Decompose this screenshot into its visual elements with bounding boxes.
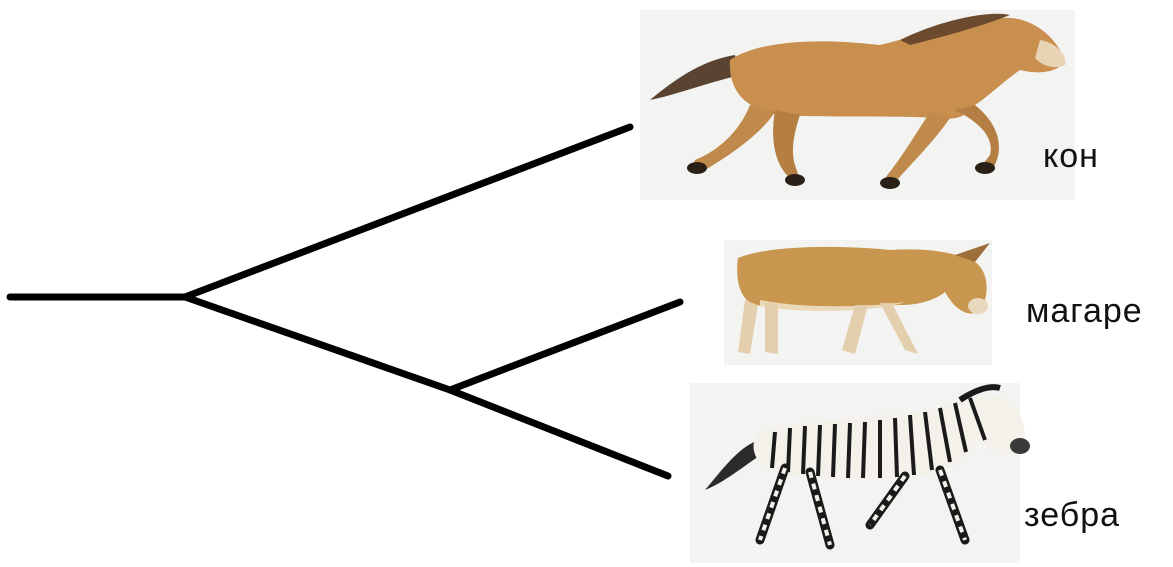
leaf-label-donkey: магаре bbox=[1026, 292, 1143, 330]
donkey-icon bbox=[737, 243, 990, 354]
tree-branches bbox=[6, 123, 684, 480]
branch-zebra bbox=[446, 386, 672, 480]
branch-inner bbox=[181, 293, 454, 394]
horse-icon bbox=[650, 13, 1066, 189]
branch-horse bbox=[181, 123, 634, 301]
zebra-icon bbox=[705, 384, 1030, 550]
branch-donkey bbox=[446, 298, 684, 394]
leaf-label-horse: кон bbox=[1043, 137, 1099, 175]
leaf-label-zebra: зебра bbox=[1024, 496, 1121, 534]
